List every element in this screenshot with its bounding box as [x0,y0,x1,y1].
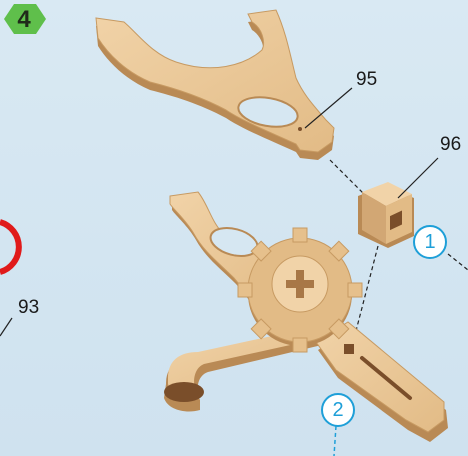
guide-step1 [448,254,468,270]
guide-95-96 [330,160,366,196]
step-circle-1-label: 1 [415,227,445,257]
part-label-95: 95 [356,70,377,89]
leader-96 [398,158,438,198]
part-95 [96,10,334,160]
part-label-96: 96 [440,135,461,154]
guide-step2 [334,426,336,456]
red-marker [0,222,19,272]
part-label-93: 93 [18,298,39,317]
step-circle-2-label: 2 [323,395,353,425]
step-number: 4 [9,5,39,35]
leader-93 [0,318,12,336]
part-96 [358,182,414,248]
